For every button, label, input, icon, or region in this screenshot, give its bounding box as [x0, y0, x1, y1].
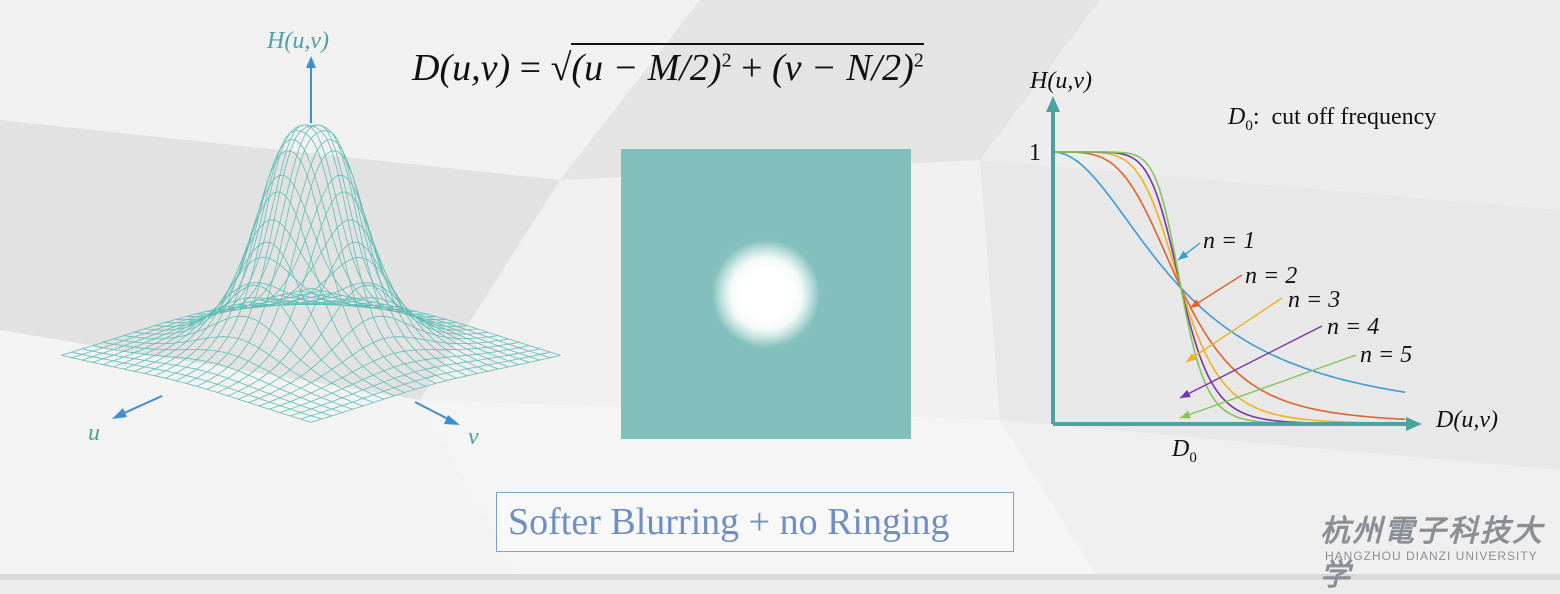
- mesh-line: [144, 241, 395, 397]
- sqrt-symbol: √: [550, 47, 572, 89]
- pointer-head-n1: [1178, 250, 1189, 260]
- mesh-line: [196, 130, 447, 387]
- mesh-line: [290, 348, 540, 417]
- u-axis-line: [121, 395, 163, 415]
- mesh-line: [175, 130, 426, 387]
- legend-label-n5: n = 5: [1360, 342, 1413, 368]
- formula-term-u: (u − M/2): [571, 47, 722, 89]
- mesh-line: [269, 297, 520, 365]
- pointer-n4: [1179, 325, 1323, 399]
- pointer-n5: [1179, 354, 1357, 419]
- x-tick-d0: D0: [1172, 436, 1197, 466]
- surface-mesh: [61, 124, 561, 423]
- mesh-line: [248, 315, 499, 403]
- mesh-line: [71, 351, 322, 420]
- mesh-line: [300, 290, 551, 359]
- distance-formula: D(u,v) = √(u − M/2)2 + (v − N/2)2: [412, 43, 924, 90]
- legend-label-n4: n = 4: [1327, 314, 1380, 340]
- pointer-n2: [1189, 274, 1243, 309]
- caption-box: [496, 492, 1014, 552]
- h-axis-label-3d: H(u,v): [267, 28, 329, 54]
- pointer-head-n5: [1180, 410, 1191, 419]
- mesh-line: [123, 315, 374, 403]
- legend-label-n1: n = 1: [1203, 228, 1256, 254]
- v-axis-label: v: [468, 424, 479, 450]
- butterworth-filter-image: [621, 149, 911, 439]
- cutoff-annotation: D0: cut off frequency: [1228, 104, 1437, 134]
- pointer-head-n3: [1186, 353, 1197, 362]
- u-axis-arrow: [112, 408, 127, 419]
- x-axis-arrow: [1406, 417, 1422, 431]
- mesh-line: [310, 354, 561, 423]
- formula-plus: +: [741, 47, 763, 89]
- university-logo-english: HANGZHOU DIANZI UNIVERSITY: [1325, 549, 1538, 563]
- curve-n2: [1053, 151, 1406, 421]
- formula-term-v: (v − N/2): [772, 47, 914, 89]
- caption-text: Softer Blurring + no Ringing: [508, 501, 950, 543]
- legend-pointers: [1177, 242, 1357, 419]
- formula-equals: =: [519, 47, 542, 89]
- mesh-line: [227, 241, 478, 397]
- transfer-curves: [1052, 151, 1406, 425]
- butterworth-3d-surface-plot: [61, 56, 561, 425]
- mesh-line: [82, 348, 332, 417]
- mesh-line: [269, 341, 520, 410]
- mesh-line: [92, 345, 343, 413]
- mesh-line: [71, 290, 322, 359]
- formula-exponent-1: 2: [721, 49, 732, 72]
- mesh-line: [61, 354, 312, 423]
- y-axis-label: H(u,v): [1030, 68, 1092, 94]
- legend-label-n3: n = 3: [1288, 287, 1341, 313]
- u-axis-label: u: [88, 420, 100, 446]
- y-tick-one: 1: [1029, 140, 1041, 166]
- v-axis-arrow: [444, 415, 460, 425]
- curve-n1: [1052, 151, 1406, 393]
- x-axis-label: D(u,v): [1436, 407, 1498, 433]
- mesh-line: [102, 297, 353, 365]
- formula-exponent-2: 2: [913, 49, 924, 72]
- pointer-n3: [1185, 297, 1283, 363]
- butterworth-transfer-chart: H(u,v) D(u,v) 1 D0 D0: cut off frequency…: [1020, 60, 1560, 480]
- mesh-line: [279, 345, 530, 413]
- mesh-line: [300, 351, 551, 420]
- pointer-head-n4: [1180, 389, 1191, 398]
- pointer-head-n2: [1190, 299, 1201, 308]
- y-axis-arrow: [1046, 96, 1060, 112]
- v-axis-line: [414, 401, 451, 421]
- legend-label-n2: n = 2: [1245, 263, 1298, 289]
- h-axis-arrow: [306, 56, 316, 68]
- formula-lhs: D(u,v): [412, 47, 511, 89]
